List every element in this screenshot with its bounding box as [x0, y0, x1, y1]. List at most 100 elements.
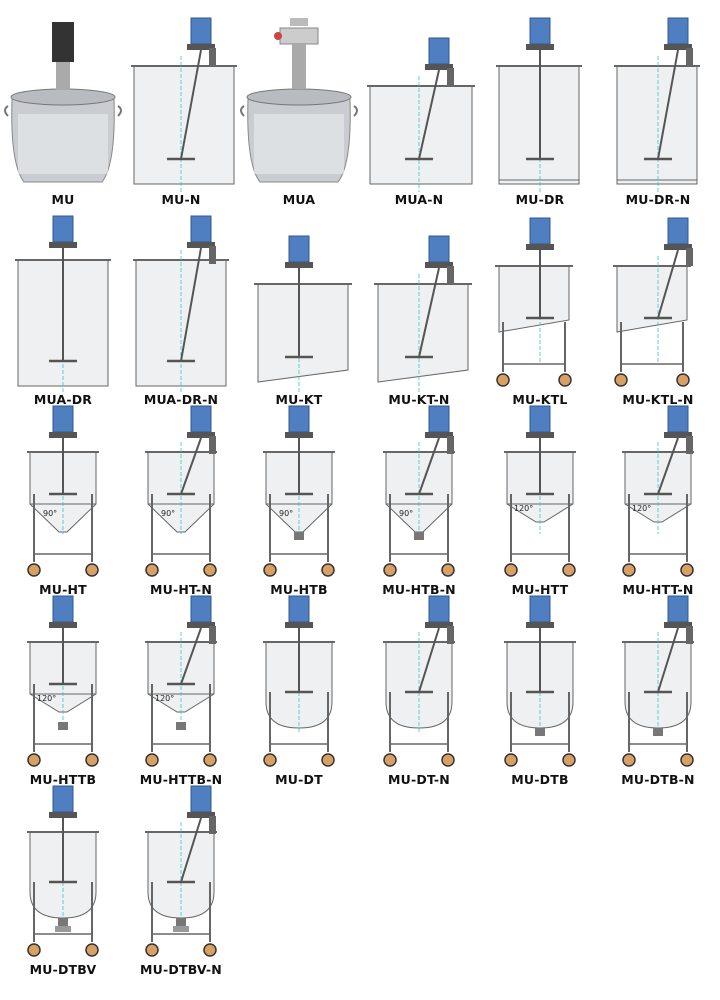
- product-card[interactable]: MU-DR-N: [599, 14, 717, 214]
- cone-angle-label: 120°: [37, 694, 56, 703]
- pot-highlight: [254, 114, 344, 174]
- product-card[interactable]: 90°MU-HT-N: [122, 404, 240, 604]
- product-card[interactable]: 120° MU-HTTB: [4, 594, 122, 794]
- product-name: MUA: [282, 192, 316, 207]
- product-card[interactable]: 120°MU-HTT-N: [599, 404, 717, 604]
- tank-drawing: [15, 215, 111, 392]
- motor-mount: [49, 242, 77, 248]
- product-card[interactable]: MUA: [240, 14, 358, 214]
- tank-body: [257, 283, 349, 383]
- caster-wheel-icon: [676, 373, 690, 387]
- cone-angle-label: 120°: [514, 504, 533, 513]
- motor-icon: [529, 595, 551, 623]
- tank-body: [385, 641, 453, 729]
- product-card[interactable]: MU-DT: [240, 594, 358, 794]
- clamp-bracket: [686, 248, 693, 266]
- tank-drawing: [374, 235, 472, 392]
- pot-handles: [4, 105, 122, 117]
- product-card[interactable]: MU-DTB-N: [599, 594, 717, 794]
- product-name: MU-HTT: [511, 582, 569, 597]
- product-card[interactable]: MUA-DR-N: [122, 214, 240, 414]
- bottom-valve-icon: [535, 728, 545, 736]
- caster-wheel-icon: [145, 563, 159, 577]
- caster-wheel-icon: [27, 563, 41, 577]
- product-card[interactable]: MUA-N: [360, 14, 478, 214]
- caster-wheel-icon: [263, 753, 277, 767]
- tank-drawing: [495, 217, 573, 387]
- motor-icon: [667, 595, 689, 623]
- product-card[interactable]: MU-DR: [481, 14, 599, 214]
- product-card[interactable]: MU-KTL-N: [599, 214, 717, 414]
- air-motor-icon: [279, 27, 319, 45]
- clamp-bracket: [686, 436, 693, 454]
- clamp-bracket: [209, 48, 216, 66]
- caster-wheel-icon: [85, 753, 99, 767]
- tank-drawing: [263, 595, 335, 767]
- product-name: MU-KTL: [512, 392, 568, 407]
- product-card[interactable]: MU-DT-N: [360, 594, 478, 794]
- motor-mount: [425, 432, 453, 438]
- caster-wheel-icon: [614, 373, 628, 387]
- tank-body: [377, 283, 469, 383]
- product-card[interactable]: 120°MU-HTTB-N: [122, 594, 240, 794]
- product-card[interactable]: 90° MU-HT: [4, 404, 122, 604]
- product-card[interactable]: MU-KT-N: [360, 214, 478, 414]
- valve-icon: [274, 32, 282, 40]
- tank-drawing: [383, 595, 455, 767]
- motor-icon: [190, 215, 212, 243]
- tank-drawing: 120°: [504, 405, 576, 577]
- motor-mount: [285, 432, 313, 438]
- caster-wheel-icon: [504, 563, 518, 577]
- caster-wheel-icon: [27, 753, 41, 767]
- motor-mount: [526, 44, 554, 50]
- tank-drawing: 90°: [27, 405, 99, 577]
- motor-mount: [187, 812, 215, 818]
- product-card[interactable]: MU-DTBV-N: [122, 784, 240, 984]
- product-name: MU-HT: [39, 582, 87, 597]
- caster-wheel-icon: [383, 753, 397, 767]
- agitator-shaft: [657, 249, 679, 319]
- clamp-bracket: [686, 626, 693, 644]
- product-card[interactable]: MU-KTL: [481, 214, 599, 414]
- tank-drawing: 120°: [622, 405, 694, 577]
- product-card[interactable]: MU-KT: [240, 214, 358, 414]
- air-motor-top: [290, 18, 308, 26]
- product-card[interactable]: 90°MU-HTB-N: [360, 404, 478, 604]
- motor-mount: [664, 432, 692, 438]
- product-card[interactable]: MU-DTBV: [4, 784, 122, 984]
- bottom-valve-icon: [653, 728, 663, 736]
- cone-angle-label: 90°: [399, 509, 413, 518]
- product-name: MU-KT-N: [388, 392, 450, 407]
- product-name: MUA-N: [394, 192, 444, 207]
- caster-wheel-icon: [680, 753, 694, 767]
- bottom-valve-icon: [58, 918, 68, 926]
- motor-icon: [190, 17, 212, 45]
- product-name: MU-KTL-N: [622, 392, 694, 407]
- product-card[interactable]: MU-DTB: [481, 594, 599, 794]
- product-card[interactable]: MU: [4, 14, 122, 214]
- caster-wheel-icon: [504, 753, 518, 767]
- caster-wheel-icon: [562, 563, 576, 577]
- clamp-bracket: [447, 626, 454, 644]
- pot-handles: [240, 105, 358, 117]
- motor-mount: [49, 432, 77, 438]
- tank-drawing: 90°: [263, 405, 335, 577]
- product-card[interactable]: MUA-DR: [4, 214, 122, 414]
- caster-wheel-icon: [562, 753, 576, 767]
- product-card[interactable]: 120° MU-HTT: [481, 404, 599, 604]
- agitator-shaft: [657, 49, 679, 160]
- product-card[interactable]: MU-N: [122, 14, 240, 214]
- product-card[interactable]: 90°MU-HTB: [240, 404, 358, 604]
- valve-body: [55, 926, 71, 932]
- caster-wheel-icon: [558, 373, 572, 387]
- motor-mount: [187, 432, 215, 438]
- caster-wheel-icon: [321, 563, 335, 577]
- motor-icon: [190, 595, 212, 623]
- agitator-shaft: [180, 817, 202, 883]
- caster-wheel-icon: [85, 943, 99, 957]
- tank-body: [616, 65, 698, 185]
- bottom-valve-icon: [414, 532, 424, 540]
- motor-mount: [425, 622, 453, 628]
- product-name: MU-DTB-N: [621, 772, 695, 787]
- product-name: MU-HTTB: [29, 772, 97, 787]
